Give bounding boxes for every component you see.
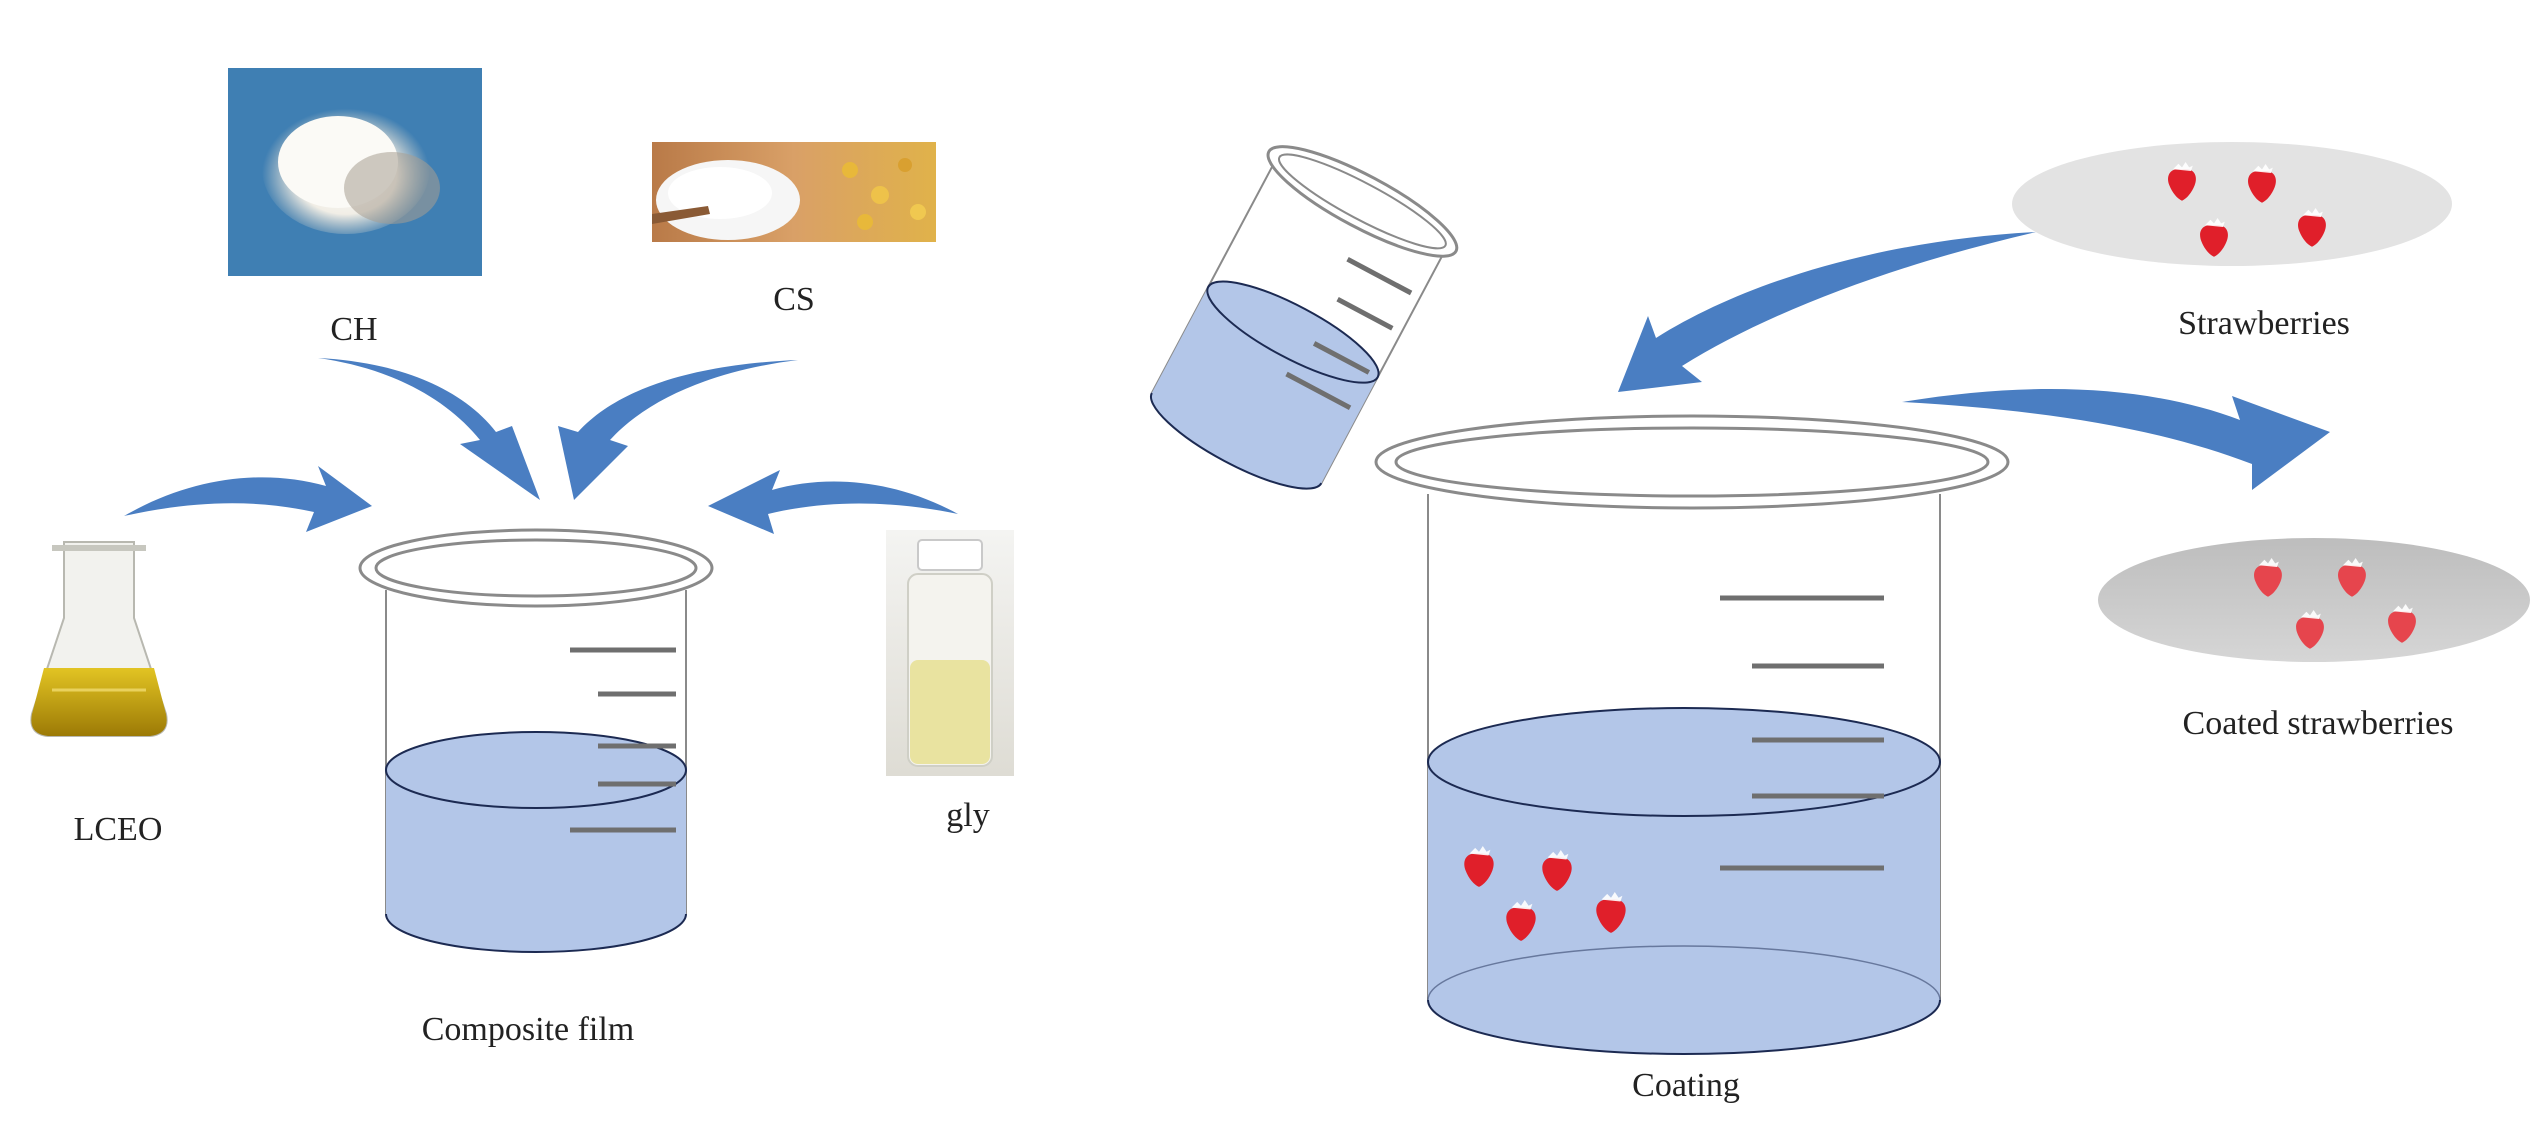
lceo-flask-photo: [30, 541, 168, 737]
coated-strawberries-plate: [2098, 538, 2530, 662]
arrows-to-composite: [124, 358, 958, 534]
arrow-strawberries-to-coating: [1618, 232, 2036, 392]
pouring-beaker: [1149, 145, 1459, 490]
coating-beaker: [1374, 414, 2010, 1055]
label-coated-strawberries: Coated strawberries: [2183, 705, 2454, 742]
label-gly: gly: [946, 797, 989, 834]
label-coating: Coating: [1632, 1067, 1740, 1104]
arrows-right: [1618, 232, 2330, 490]
label-strawberries: Strawberries: [2178, 305, 2350, 342]
arrow-from-cs: [558, 360, 798, 500]
arrow-from-lceo: [124, 466, 372, 532]
ch-photo: [228, 68, 482, 276]
label-lceo: LCEO: [74, 811, 163, 848]
arrow-from-gly: [708, 470, 958, 534]
label-composite-film: Composite film: [422, 1011, 635, 1048]
label-ch: CH: [330, 311, 377, 348]
label-cs: CS: [773, 281, 815, 318]
gly-bottle-photo: [886, 530, 1014, 776]
arrow-coating-to-coated: [1902, 389, 2330, 490]
strawberries-plate: [2012, 142, 2452, 266]
arrow-from-ch: [318, 358, 540, 500]
composite-film-beaker: [358, 528, 714, 953]
cs-photo: [652, 142, 936, 242]
